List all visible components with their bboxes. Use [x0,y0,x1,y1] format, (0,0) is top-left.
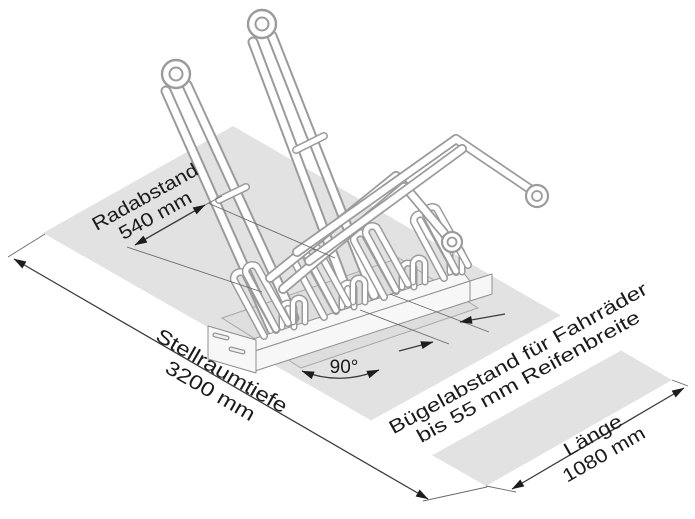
angle-arc-90 [301,369,380,380]
lean-bar-rear-right [292,134,550,266]
dim-stellraumtiefe [7,233,488,502]
dim-buegelabstand [359,293,506,352]
label-angle-90: 90° [330,357,359,378]
base-end-plate-right [469,273,493,302]
dim-laenge [485,379,689,493]
label-backdrop [371,267,677,473]
